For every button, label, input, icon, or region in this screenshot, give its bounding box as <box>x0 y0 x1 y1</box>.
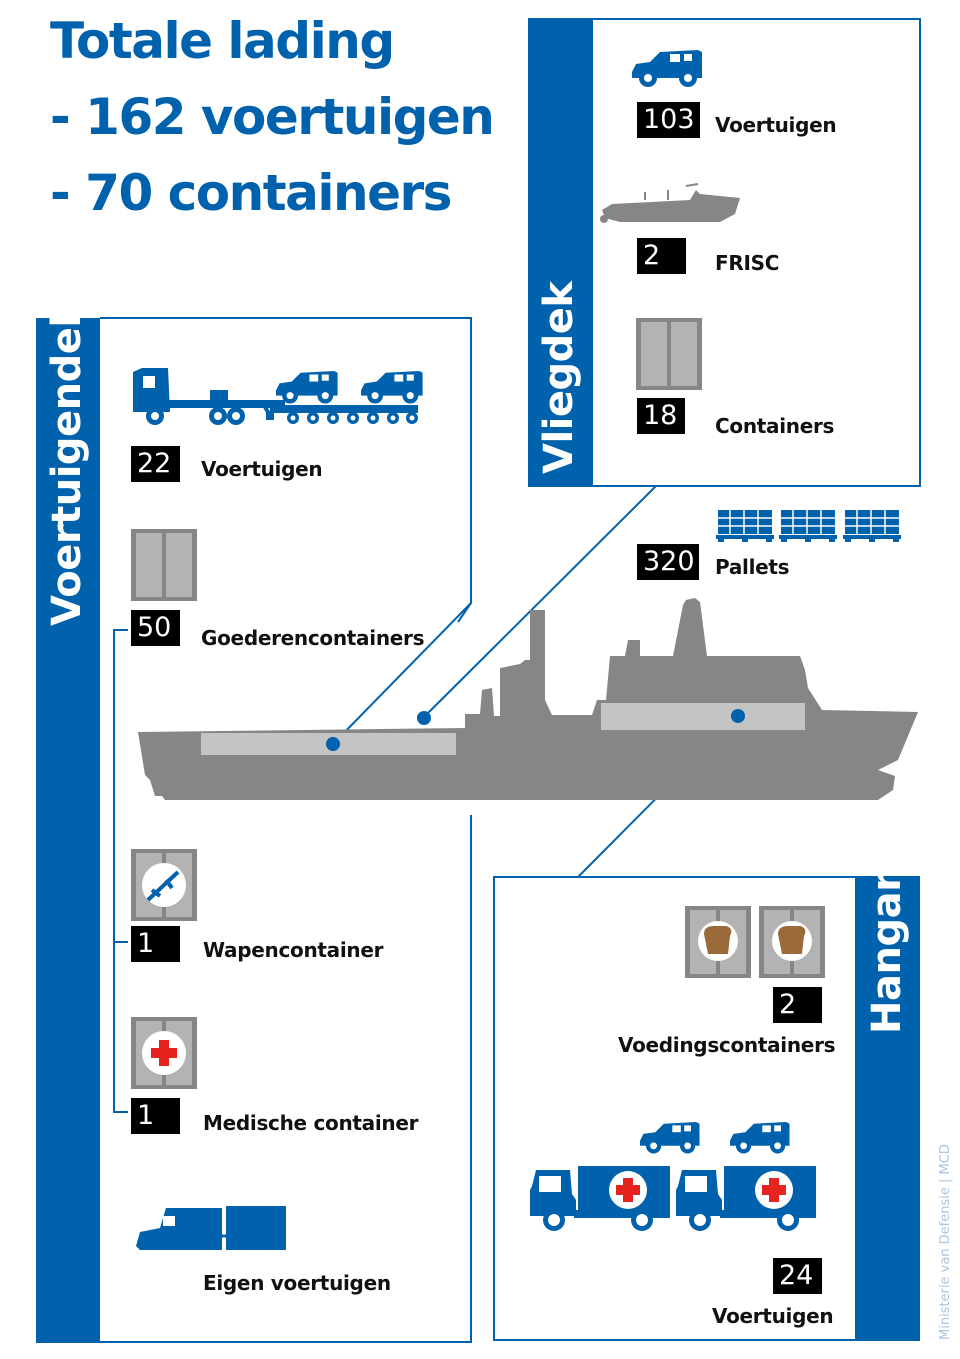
vliegdek-vehicles-label: Voertuigen <box>715 113 837 137</box>
page-title: Totale lading <box>50 12 395 70</box>
pallet-icon <box>778 509 838 543</box>
total-containers: - 70 containers <box>50 164 452 222</box>
voertuigendek-marker <box>326 737 340 751</box>
voertuigendek-vehicles-label: Voertuigen <box>201 457 323 481</box>
vliegdek-title-bar <box>528 18 592 487</box>
vliegdek-frisc-label: FRISC <box>715 251 780 275</box>
voertuigendek-title: Voertuigendek <box>44 301 90 626</box>
jeep-icon <box>730 1122 790 1154</box>
pallets-count: 320 <box>637 544 699 580</box>
hangar-vehicles-label: Voertuigen <box>712 1304 834 1328</box>
ambulance-truck-icon <box>676 1166 816 1231</box>
credit-text: Ministerie van Defensie | MCD <box>938 1144 953 1340</box>
ambulance-truck-icon <box>530 1166 670 1231</box>
medische-container-label: Medische container <box>203 1111 419 1135</box>
food-container-icon <box>759 906 825 978</box>
container-icon <box>131 529 197 601</box>
container-icon <box>636 318 702 390</box>
medische-container-count: 1 <box>131 1098 180 1134</box>
hangar-marker <box>731 709 745 723</box>
goederencontainers-label: Goederencontainers <box>201 626 425 650</box>
food-container-icon <box>685 906 751 978</box>
weapon-container-icon <box>131 849 197 921</box>
jeep-icon <box>632 50 702 87</box>
truck-trailer-icon <box>133 368 418 425</box>
wapencontainer-label: Wapencontainer <box>203 938 384 962</box>
voertuigendek-vehicles-count: 22 <box>131 446 180 482</box>
hangar-vehicles-count: 24 <box>773 1258 822 1294</box>
voedingscontainers-label: Voedingscontainers <box>618 1033 836 1057</box>
pallet-icon <box>715 509 775 543</box>
vliegdek-vehicles-count: 103 <box>637 102 700 138</box>
voedingscontainers-count: 2 <box>773 987 822 1023</box>
voertuigendek-panel-border-top <box>100 317 472 623</box>
boat-icon <box>600 183 740 223</box>
voertuigendek-connector-line <box>332 602 472 745</box>
jeep-icon <box>276 371 338 404</box>
vliegdek-frisc-count: 2 <box>637 238 686 274</box>
medical-container-icon <box>131 1017 197 1089</box>
jeep-icon <box>640 1122 700 1154</box>
total-vehicles: - 162 voertuigen <box>50 88 495 146</box>
eigen-voertuigen-label: Eigen voertuigen <box>203 1271 391 1295</box>
vliegdek-connector-line <box>423 485 657 718</box>
goederencontainers-count: 50 <box>131 610 180 646</box>
containers-bracket <box>113 629 128 1113</box>
hangar-title-bar <box>856 876 920 1341</box>
vliegdek-marker <box>417 711 431 725</box>
vliegdek-containers-label: Containers <box>715 414 835 438</box>
vliegdek-title: Vliegdek <box>536 281 582 474</box>
hangar-title: Hangar <box>864 872 910 1034</box>
wapencontainer-count: 1 <box>131 926 180 962</box>
pallet-icon <box>842 509 902 543</box>
vliegdek-panel-border <box>591 18 921 487</box>
voertuigendek-title-bar <box>36 318 100 1343</box>
tracked-vehicle-icon <box>136 1206 286 1250</box>
pallets-label: Pallets <box>715 555 790 579</box>
jeep-icon <box>361 371 423 404</box>
voertuigendek-panel-border-bottom <box>100 815 472 1343</box>
vliegdek-containers-count: 18 <box>637 398 685 434</box>
